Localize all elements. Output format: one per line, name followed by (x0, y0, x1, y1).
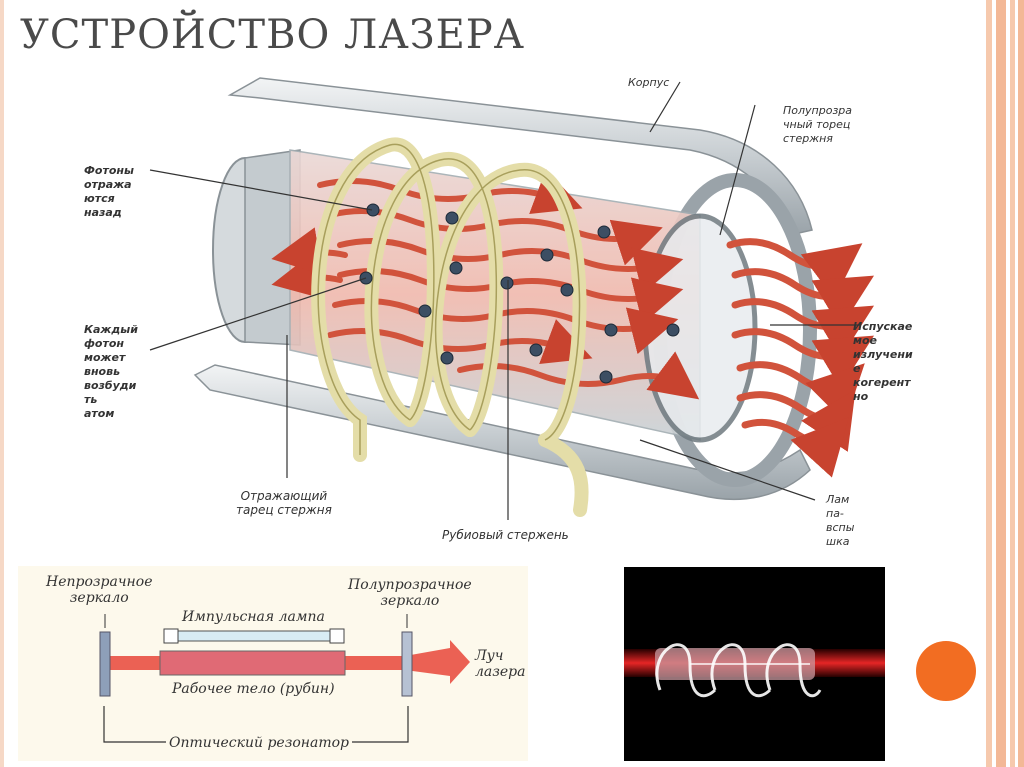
border-stripe (986, 0, 992, 767)
border-stripe (1018, 0, 1024, 767)
label-emitted: Испускае мое излучени е когерент но (853, 320, 913, 403)
schematic-label-opaque-mirror: Непрозрачное зеркало (46, 574, 153, 606)
label-korpus: Корпус (628, 76, 670, 89)
decorative-orange-circle (916, 641, 976, 701)
border-stripe (1010, 0, 1015, 767)
border-stripe (0, 0, 4, 767)
schematic-label-semi-mirror: Полупрозрачное зеркало (348, 577, 472, 609)
schematic-semi-mirror (401, 631, 413, 697)
housing-top (227, 77, 813, 236)
leader-lines (149, 81, 860, 520)
schematic-label-beam: Луч лазера (475, 648, 526, 680)
schematic-label-working-body: Рабочее тело (рубин) (172, 681, 335, 697)
label-ruby-rod: Рубиовый стержень (442, 528, 569, 542)
schematic-opaque-mirror (99, 631, 111, 697)
schematic-label-resonator: Оптический резонатор (166, 735, 353, 751)
schematic-ruby (159, 650, 346, 676)
label-photons: Фотоны отража ются назад (84, 164, 134, 219)
schematic-label-pulse-lamp: Импульсная лампа (182, 609, 325, 625)
flash-lamp-coil-outline (317, 143, 581, 455)
emitted-rays (726, 238, 875, 478)
atoms (359, 203, 680, 384)
label-flash-lamp: Лам па- вспы шка (826, 493, 855, 548)
border-stripe (996, 0, 1006, 767)
label-each-photon: Каждый фотон может вновь возбуди ть атом (84, 323, 138, 420)
label-semi-end: Полупрозра чный торец стержня (783, 104, 853, 145)
page-title: УСТРОЙСТВО ЛАЗЕРА (20, 12, 525, 58)
label-reflecting-end: Отражающий тарец стержня (236, 489, 332, 517)
